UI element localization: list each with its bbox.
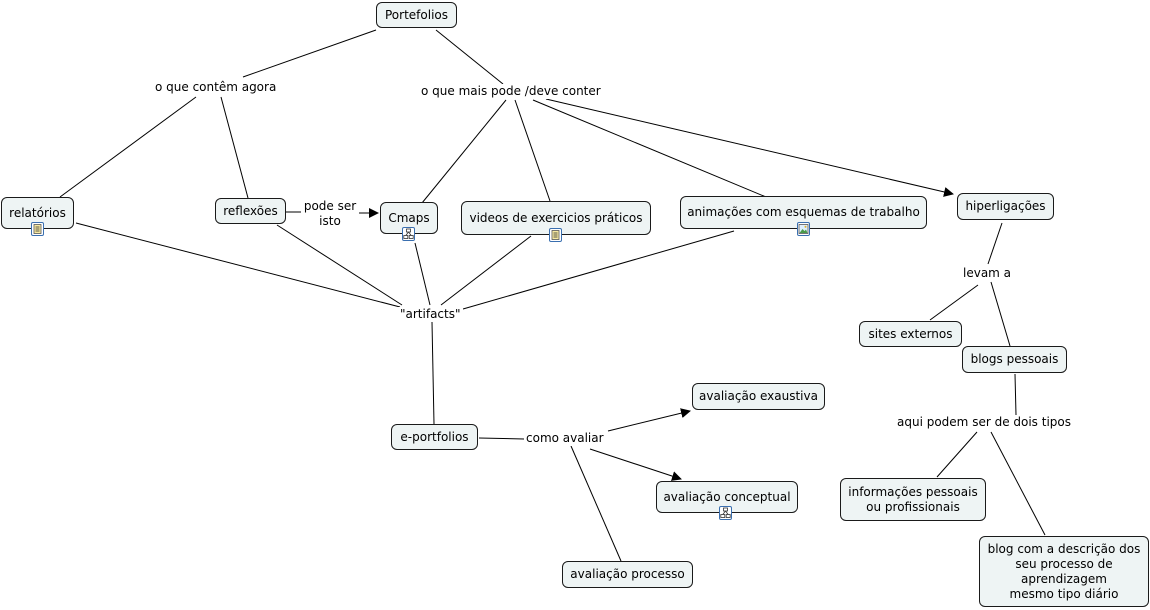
concept-label: videos de exercicios práticos bbox=[469, 210, 643, 225]
concept-label: Cmaps bbox=[388, 210, 430, 225]
concept-informacoes-pessoais[interactable]: informações pessoais ou profissionais bbox=[840, 478, 986, 521]
concept-portefolios[interactable]: Portefolios bbox=[376, 2, 457, 28]
link-dois-tipos: aqui podem ser de dois tipos bbox=[895, 415, 1073, 430]
concept-label: blog com a descrição dos seu processo de… bbox=[987, 541, 1141, 601]
concept-cmaps[interactable]: Cmaps bbox=[380, 202, 438, 234]
line-avaliar-processo bbox=[570, 445, 622, 562]
line-mais-hiperligacoes bbox=[545, 98, 954, 197]
concept-e-portfolios[interactable]: e-portfolios bbox=[391, 424, 478, 450]
line-relatorios-artifacts bbox=[75, 222, 401, 308]
line-avaliar-exaustiva bbox=[607, 408, 691, 432]
concept-label: animações com esquemas de trabalho bbox=[687, 205, 920, 219]
line-tipos-informacoes bbox=[936, 431, 978, 478]
concept-avaliacao-processo[interactable]: avaliação processo bbox=[562, 561, 693, 588]
link-o-que-mais-pode-conter: o que mais pode /deve conter bbox=[419, 84, 603, 99]
concept-blog-descricao[interactable]: blog com a descrição dos seu processo de… bbox=[979, 536, 1149, 607]
concept-map-icon[interactable] bbox=[719, 506, 732, 520]
link-o-que-contem-agora: o que contêm agora bbox=[153, 80, 279, 95]
line-eportfolios-avaliar bbox=[478, 437, 525, 440]
document-icon[interactable] bbox=[31, 222, 44, 236]
line-levam-blogs bbox=[990, 281, 1011, 347]
line-cmaps-artifacts bbox=[414, 242, 431, 306]
concept-label: e-portfolios bbox=[400, 429, 469, 444]
concept-label: Portefolios bbox=[385, 7, 448, 22]
line-contem-relatorios bbox=[59, 96, 197, 198]
concept-sites-externos[interactable]: sites externos bbox=[859, 321, 962, 347]
concept-reflexoes[interactable]: reflexões bbox=[215, 198, 286, 224]
line-artifacts-eportfolios bbox=[431, 321, 435, 425]
image-icon[interactable] bbox=[797, 222, 810, 236]
concept-avaliacao-exaustiva[interactable]: avaliação exaustiva bbox=[692, 383, 825, 410]
concept-relatorios[interactable]: relatórios bbox=[1, 197, 74, 229]
line-reflexoes-artifacts bbox=[276, 224, 403, 306]
line-mais-videos bbox=[514, 99, 551, 202]
line-avaliar-conceptual bbox=[589, 448, 682, 481]
link-pode-ser-isto: pode ser isto bbox=[301, 199, 359, 229]
concept-blogs-pessoais[interactable]: blogs pessoais bbox=[962, 346, 1067, 373]
concept-label: avaliação processo bbox=[570, 567, 685, 581]
concept-label: avaliação conceptual bbox=[663, 489, 791, 504]
concept-label: blogs pessoais bbox=[970, 352, 1059, 366]
link-levam-a: levam a bbox=[961, 266, 1014, 281]
line-contem-reflexoes bbox=[220, 96, 249, 199]
concept-label: informações pessoais ou profissionais bbox=[848, 484, 978, 514]
concept-label: relatórios bbox=[9, 205, 66, 220]
link-artifacts: "artifacts" bbox=[398, 307, 463, 322]
line-mais-animacoes bbox=[532, 99, 767, 198]
line-portefolios-contem bbox=[242, 29, 377, 78]
link-como-avaliar: como avaliar bbox=[524, 431, 606, 446]
concept-hiperligacoes[interactable]: hiperligações bbox=[957, 193, 1054, 220]
concept-label: sites externos bbox=[868, 326, 953, 341]
line-videos-artifacts bbox=[440, 235, 532, 306]
line-tipos-blog bbox=[990, 431, 1046, 536]
concept-label: hiperligações bbox=[965, 199, 1046, 213]
concept-label: avaliação exaustiva bbox=[699, 389, 818, 403]
document-icon[interactable] bbox=[549, 228, 562, 242]
concept-label: reflexões bbox=[223, 203, 278, 218]
line-hiper-levam bbox=[987, 222, 1003, 265]
line-blogs-tipos bbox=[1014, 373, 1017, 416]
line-portefolios-mais bbox=[435, 29, 504, 85]
concept-animacoes[interactable]: animações com esquemas de trabalho bbox=[680, 196, 927, 229]
line-animacoes-artifacts bbox=[462, 230, 735, 310]
concept-map-icon[interactable] bbox=[402, 227, 415, 241]
line-levam-sites bbox=[929, 284, 979, 321]
line-mais-cmaps bbox=[421, 99, 507, 204]
